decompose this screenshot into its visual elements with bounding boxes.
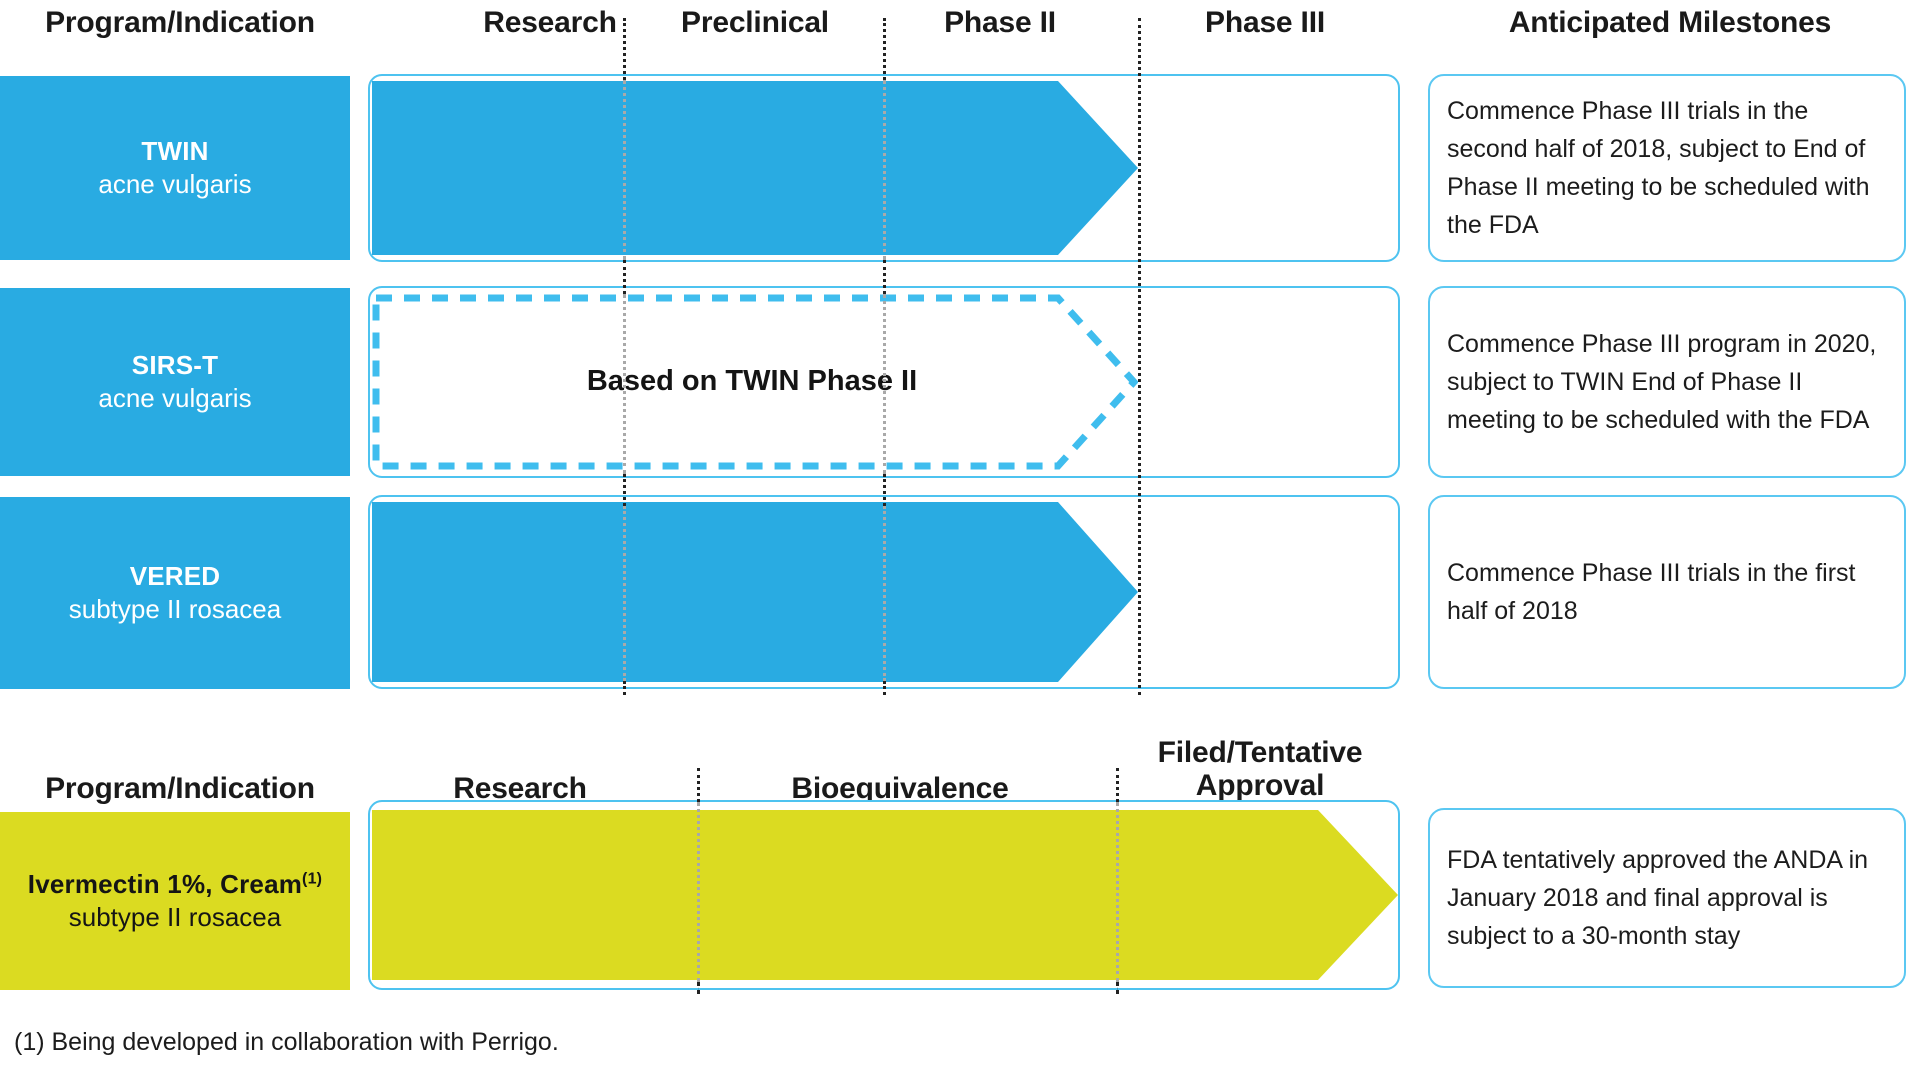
divider-research-bioequivalence-row: [697, 802, 700, 982]
program-box-vered[interactable]: VERED subtype II rosacea: [0, 497, 350, 689]
divider-research-preclinical-row3: [623, 506, 626, 681]
progress-arrow-sirs-t-shape: [372, 294, 1138, 470]
divider-research-preclinical-gap1: [623, 260, 626, 294]
divider-research-preclinical-tail: [623, 681, 626, 695]
divider-preclinical-phaseii-gap2: [883, 474, 886, 506]
header-research-2: Research: [453, 772, 587, 805]
progress-arrow-vered-shape: [372, 502, 1138, 682]
header-program-indication-2: Program/Indication: [45, 772, 315, 805]
milestone-box-ivermectin[interactable]: FDA tentatively approved the ANDA in Jan…: [1428, 808, 1906, 988]
divider-bioequivalence-filed-row: [1116, 802, 1119, 982]
divider-bioequivalence-filed-tail: [1116, 982, 1119, 994]
divider-bioequivalence-filed-head: [1116, 768, 1119, 802]
divider-research-preclinical-gap2: [623, 474, 626, 506]
header-phase-ii: Phase II: [944, 6, 1056, 39]
milestone-text-vered: Commence Phase III trials in the first h…: [1447, 559, 1856, 625]
progress-arrow-vered: [372, 502, 1138, 682]
progress-arrow-twin-shape: [372, 81, 1138, 255]
divider-preclinical-phaseii-gap1: [883, 260, 886, 294]
progress-arrow-ivermectin: [372, 810, 1398, 980]
divider-preclinical-phaseii-row1: [883, 80, 886, 260]
divider-research-bioequivalence-head: [697, 768, 700, 802]
milestone-box-sirs-t[interactable]: Commence Phase III program in 2020, subj…: [1428, 286, 1906, 478]
program-name-twin: TWIN: [141, 136, 209, 166]
program-box-ivermectin[interactable]: Ivermectin 1%, Cream(1) subtype II rosac…: [0, 812, 350, 990]
header-filed-tentative-approval: Filed/Tentative Approval: [1157, 736, 1363, 802]
divider-preclinical-phaseii-row3: [883, 506, 886, 681]
program-name-vered: VERED: [129, 561, 221, 591]
program-name-sirs-t: SIRS-T: [131, 350, 219, 380]
divider-preclinical-phaseii-head: [883, 18, 886, 80]
milestone-text-sirs-t: Commence Phase III program in 2020, subj…: [1447, 330, 1877, 434]
program-name-ivermectin: Ivermectin 1%, Cream(1): [28, 868, 322, 900]
divider-research-preclinical-row2: [623, 294, 626, 474]
program-indication-ivermectin: subtype II rosacea: [68, 902, 282, 932]
header-bioequivalence: Bioequivalence: [791, 772, 1009, 805]
program-box-sirs-t[interactable]: SIRS-T acne vulgaris: [0, 288, 350, 476]
divider-research-preclinical-row1: [623, 80, 626, 260]
milestone-text-ivermectin: FDA tentatively approved the ANDA in Jan…: [1447, 846, 1869, 950]
header-preclinical: Preclinical: [681, 6, 829, 39]
program-indication-twin: acne vulgaris: [98, 169, 252, 199]
header-program-indication: Program/Indication: [45, 6, 315, 39]
divider-preclinical-phaseii-row2: [883, 294, 886, 474]
footnote: (1) Being developed in collaboration wit…: [14, 1028, 559, 1056]
header-anticipated-milestones: Anticipated Milestones: [1508, 6, 1832, 39]
milestone-box-vered[interactable]: Commence Phase III trials in the first h…: [1428, 495, 1906, 689]
progress-arrow-twin: [372, 81, 1138, 255]
divider-research-preclinical-head: [623, 18, 626, 80]
divider-research-bioequivalence-tail: [697, 982, 700, 994]
progress-arrow-sirs-t: [372, 293, 1138, 471]
progress-arrow-ivermectin-shape: [372, 810, 1398, 980]
inner-note-sirs-t: Based on TWIN Phase II: [586, 365, 918, 397]
program-indication-vered: subtype II rosacea: [68, 594, 282, 624]
divider-phaseii-phaseiii: [1138, 18, 1141, 695]
header-phase-iii: Phase III: [1205, 6, 1325, 39]
milestone-text-twin: Commence Phase III trials in the second …: [1447, 97, 1870, 239]
program-name-ivermectin-superscript: (1): [302, 870, 323, 888]
program-name-ivermectin-text: Ivermectin 1%, Cream: [27, 869, 303, 899]
program-box-twin[interactable]: TWIN acne vulgaris: [0, 76, 350, 260]
divider-preclinical-phaseii-tail: [883, 681, 886, 695]
header-research: Research: [483, 6, 617, 39]
program-indication-sirs-t: acne vulgaris: [98, 383, 252, 413]
milestone-box-twin[interactable]: Commence Phase III trials in the second …: [1428, 74, 1906, 262]
